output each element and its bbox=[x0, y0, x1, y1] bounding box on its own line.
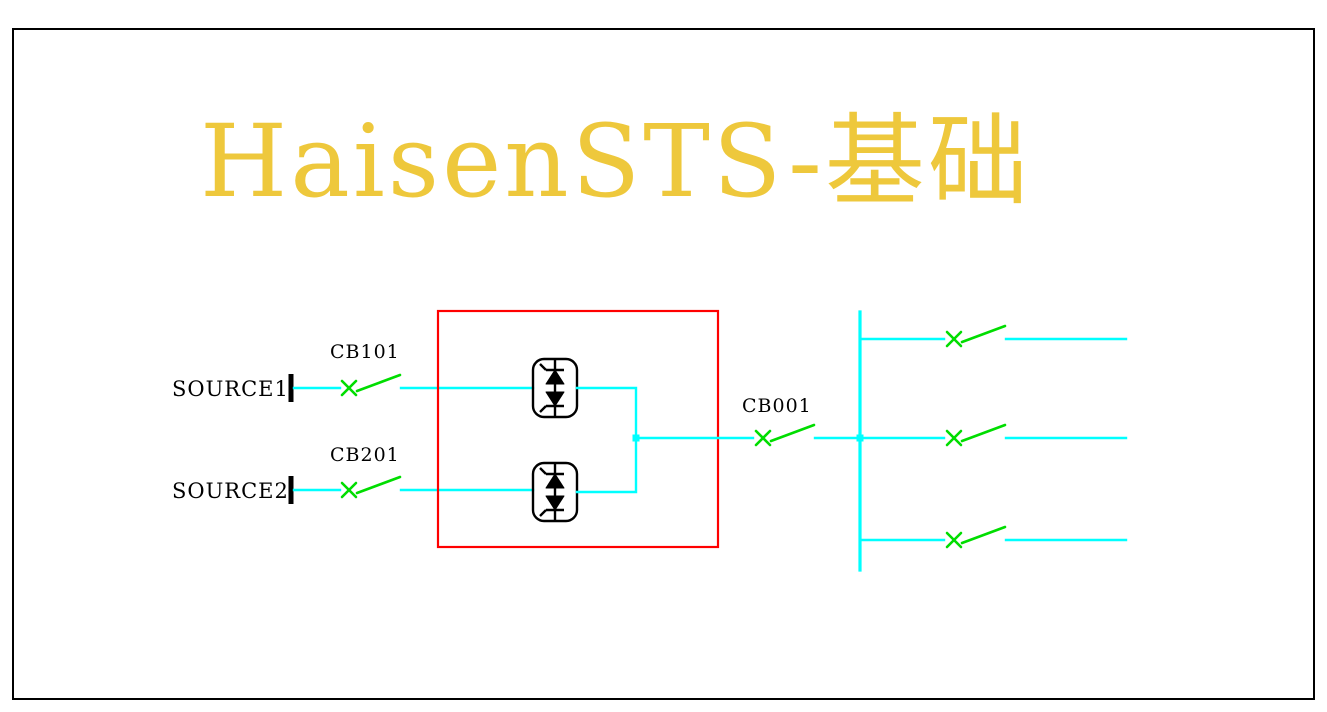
feeder-2 bbox=[859, 423, 1128, 447]
feeder-3-breaker[interactable] bbox=[945, 525, 1007, 549]
source2-label: SOURCE2 bbox=[172, 479, 289, 503]
source1-label: SOURCE1 bbox=[172, 377, 289, 401]
source1-branch: SOURCE1 CB101 bbox=[172, 341, 535, 402]
scr-pair-bottom-icon bbox=[531, 461, 579, 523]
sts-output-junction-node bbox=[632, 434, 640, 442]
feeder-1 bbox=[859, 324, 1128, 348]
feeder-2-breaker[interactable] bbox=[945, 423, 1007, 447]
wire-scr-bottom-to-junction bbox=[575, 438, 638, 494]
breaker-cb201[interactable] bbox=[340, 475, 402, 499]
feeder-3 bbox=[859, 525, 1128, 549]
page-title: HaisenSTS-基础 bbox=[200, 103, 1031, 220]
sts-module bbox=[436, 309, 720, 549]
distribution-section bbox=[856, 310, 1128, 572]
scr-pair-top-icon bbox=[531, 357, 579, 419]
source2-branch: SOURCE2 CB201 bbox=[172, 444, 535, 504]
breaker-cb101-label: CB101 bbox=[330, 341, 400, 363]
wire-scr-top-to-junction bbox=[575, 386, 638, 438]
feeder-1-breaker[interactable] bbox=[945, 324, 1007, 348]
breaker-cb001-label: CB001 bbox=[742, 395, 812, 417]
output-branch: CB001 bbox=[638, 395, 859, 447]
breaker-cb201-label: CB201 bbox=[330, 444, 400, 466]
breaker-cb001[interactable] bbox=[754, 423, 816, 447]
drawing-border bbox=[12, 28, 1315, 700]
sts-enclosure-box bbox=[436, 309, 720, 549]
breaker-cb101[interactable] bbox=[340, 373, 402, 397]
